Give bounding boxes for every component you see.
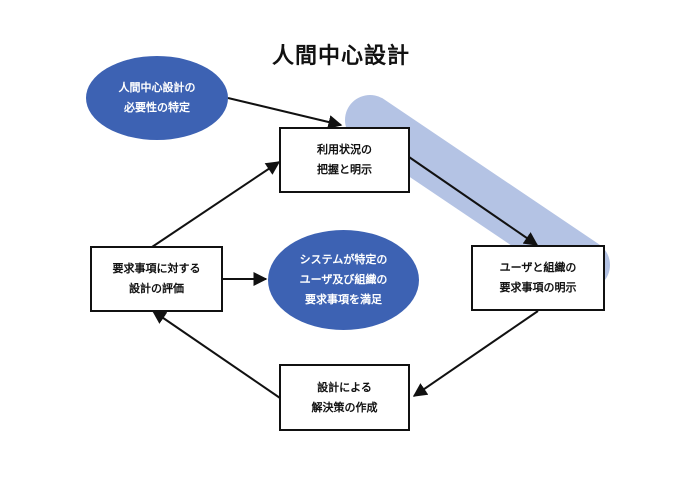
node-context-line2: 把握と明示 [317, 163, 372, 176]
node-start-line2: 必要性の特定 [124, 101, 190, 114]
arrow-evaluate-to-context [151, 161, 281, 248]
node-design-line2: 解決策の作成 [311, 400, 378, 414]
node-satisfied-line3: 要求事項を満足 [305, 293, 382, 306]
node-specify-requirements: ユーザと組織の 要求事項の明示 [471, 245, 605, 311]
node-requirements-line2: 要求事項の明示 [499, 281, 577, 294]
node-evaluate-line1: 要求事項に対する [112, 262, 201, 275]
node-requirements-satisfied: システムが特定の ユーザ及び組織の 要求事項を満足 [268, 230, 419, 330]
arrow-context-to-requirements [408, 156, 539, 246]
diagram-title: 人間中心設計 [271, 44, 410, 69]
node-context-line1: 利用状況の [317, 143, 372, 156]
node-understand-context: 利用状況の 把握と明示 [279, 127, 410, 193]
node-produce-design: 設計による 解決策の作成 [279, 364, 410, 431]
node-satisfied-line1: システムが特定の [299, 253, 388, 266]
node-evaluate-design: 要求事項に対する 設計の評価 [90, 246, 223, 312]
node-satisfied-line2: ユーザ及び組織の [299, 273, 388, 286]
arrow-design-to-evaluate [151, 310, 281, 399]
node-evaluate-line2: 設計の評価 [129, 282, 184, 295]
node-requirements-line1: ユーザと組織の [499, 261, 577, 274]
node-start-line1: 人間中心設計の [118, 81, 196, 94]
arrow-start-to-context [227, 97, 343, 129]
node-design-line1: 設計による [317, 380, 372, 394]
node-start-identify-need: 人間中心設計の 必要性の特定 [86, 56, 228, 140]
arrow-requirements-to-design [412, 310, 539, 397]
